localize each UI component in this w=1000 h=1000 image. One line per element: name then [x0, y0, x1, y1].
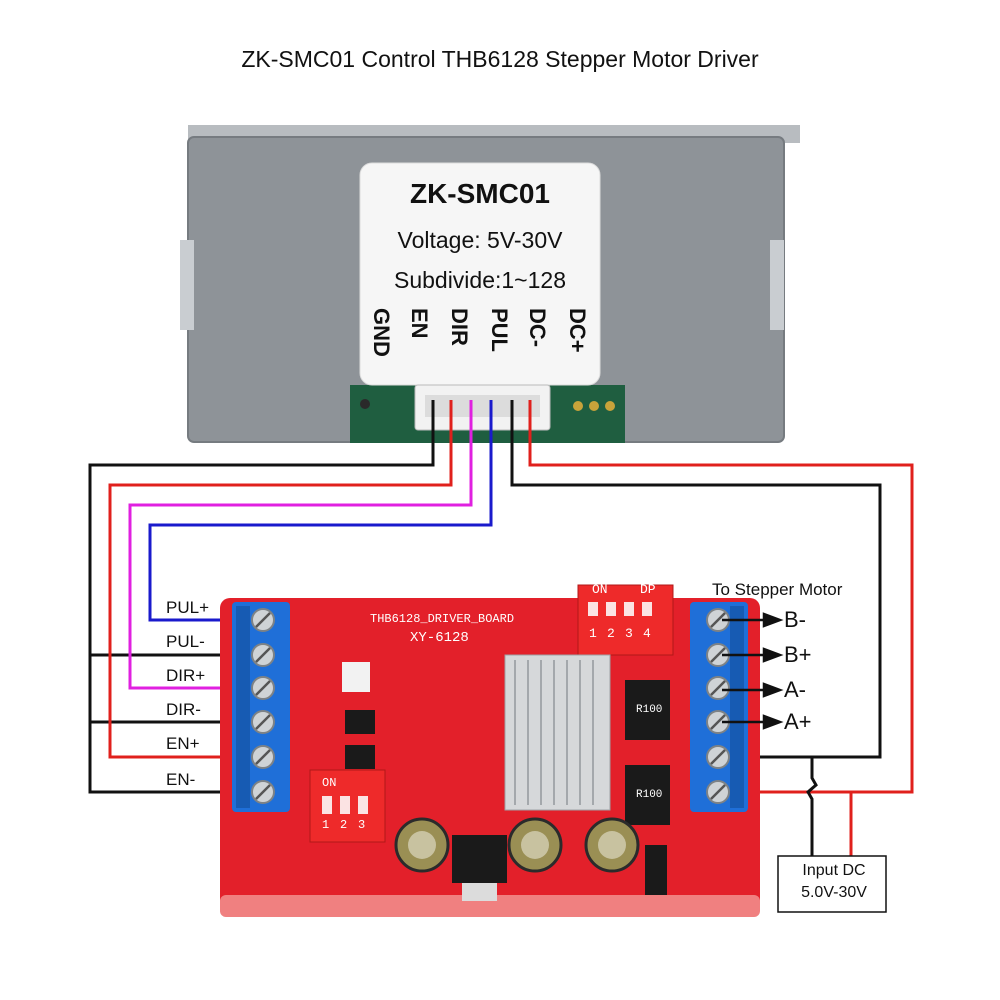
input-dc-label: Input DC: [802, 862, 866, 879]
left-terminal-screw-slot: [255, 749, 271, 765]
small-dip-on-label: ON: [322, 776, 337, 790]
pin-en: EN: [407, 308, 432, 339]
left-terminal-screw-slot: [255, 784, 271, 800]
small-dip-num-2: 2: [340, 818, 348, 832]
left-terminal-screw-slot: [255, 680, 271, 696]
wire-dir: [128, 400, 473, 690]
terminal-label-pul-minus: PUL-: [166, 632, 205, 651]
controller-voltage: Voltage: 5V-30V: [397, 227, 563, 253]
motor-output-a-minus: A-: [784, 677, 806, 702]
motor-heading: To Stepper Motor: [712, 580, 843, 599]
controller-subdivide: Subdivide:1~128: [393, 267, 566, 293]
input-dc-range: 5.0V-30V: [801, 884, 867, 901]
board-model: XY-6128: [410, 630, 469, 646]
wire-pul: [148, 400, 493, 622]
board-name: THB6128_DRIVER_BOARD: [370, 612, 515, 626]
motor-output-b-plus: B+: [784, 642, 812, 667]
pin-dc-plus: DC+: [565, 308, 590, 353]
right-terminal-screw-slot: [710, 784, 726, 800]
right-terminal-screw-slot: [710, 680, 726, 696]
dip-num-1: 1: [589, 626, 597, 641]
wire-dc-minus: [510, 400, 882, 759]
right-terminal-screw-slot: [710, 749, 726, 765]
driver-board: [220, 584, 760, 917]
wire-en: [108, 400, 453, 759]
resistor-marking-2: R100: [636, 789, 663, 801]
right-terminal-screw-slot: [710, 647, 726, 663]
resistor-marking-1: R100: [636, 704, 663, 716]
pin-dir: DIR: [447, 308, 472, 346]
dip-num-2: 2: [607, 626, 615, 641]
left-terminal-screw-slot: [255, 612, 271, 628]
pin-gnd: GND: [369, 308, 394, 357]
terminal-label-pul-plus: PUL+: [166, 598, 209, 617]
dip-dp-label: DP: [640, 582, 656, 597]
left-terminal-screw-slot: [255, 647, 271, 663]
controller-name: ZK-SMC01: [409, 178, 550, 209]
right-terminal-screw-slot: [710, 612, 726, 628]
dip-num-3: 3: [625, 626, 633, 641]
pin-pul: PUL: [487, 308, 512, 352]
pin-dc-minus: DC-: [525, 308, 550, 348]
motor-output-a-plus: A+: [784, 709, 812, 734]
input-dc-box: [777, 855, 887, 913]
terminal-label-dir-plus: DIR+: [166, 666, 206, 685]
dip-on-label: ON: [592, 582, 608, 597]
diagram-title: ZK-SMC01 Control THB6128 Stepper Motor D…: [241, 46, 759, 72]
dip-num-4: 4: [643, 626, 651, 641]
motor-arrows: [722, 612, 784, 730]
left-terminal-screw-slot: [255, 714, 271, 730]
terminal-label-en-minus: EN-: [166, 770, 196, 789]
small-dip-num-3: 3: [358, 818, 366, 832]
right-terminal-screw-slot: [710, 714, 726, 730]
wire-input-minus: [806, 757, 818, 856]
controller-module: [180, 125, 800, 443]
small-dip-num-1: 1: [322, 818, 330, 832]
wire-gnd: [88, 400, 435, 794]
terminal-screws: [251, 608, 730, 804]
terminal-label-dir-minus: DIR-: [166, 700, 201, 719]
terminal-label-en-plus: EN+: [166, 734, 200, 753]
motor-output-b-minus: B-: [784, 607, 806, 632]
